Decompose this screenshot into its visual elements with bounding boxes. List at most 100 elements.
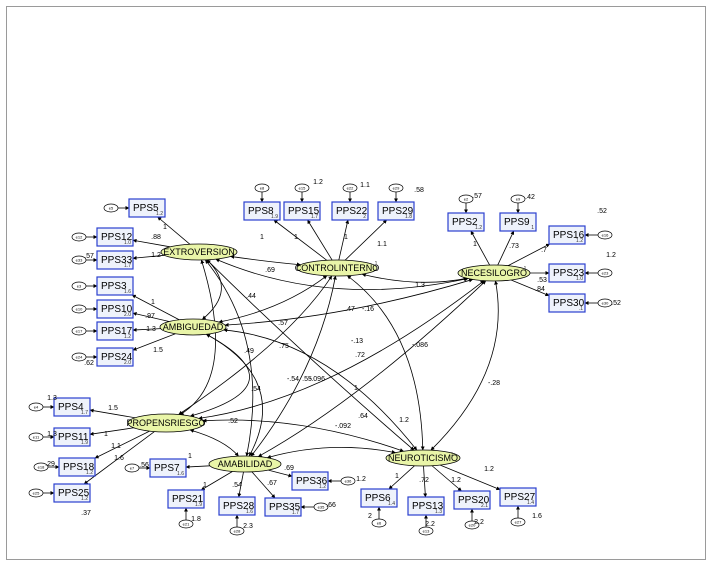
error-term-e13[interactable] [418, 526, 434, 536]
indicator-box-pps6[interactable] [360, 488, 398, 508]
indicator-box-pps35[interactable] [264, 497, 302, 517]
indicator-box-pps20[interactable] [453, 490, 491, 510]
error-variance: 1.3 [47, 395, 57, 402]
error-term-e30[interactable] [597, 298, 613, 308]
error-term-label: e28 [234, 529, 241, 534]
loading-value: .69 [284, 465, 294, 472]
latent-amabilidad[interactable] [208, 455, 282, 473]
indicator-box-pps17[interactable] [96, 321, 134, 341]
loading-arrow-pps13 [423, 465, 428, 498]
indicator-box-pps2[interactable] [447, 212, 485, 232]
error-term-e2[interactable] [458, 194, 474, 204]
error-term-e25[interactable] [28, 488, 44, 498]
latent-necesilogro[interactable] [457, 264, 531, 282]
indicator-box-pps8[interactable] [243, 201, 281, 221]
indicator-box-pps25[interactable] [53, 483, 91, 503]
indicator-box-pps3[interactable] [96, 276, 134, 296]
covariance-value: .64 [358, 413, 368, 420]
indicator-box-pps33[interactable] [96, 250, 134, 270]
latent-neuroticismo[interactable] [385, 449, 461, 467]
error-variance: .52 [597, 208, 607, 215]
error-term-e33[interactable] [71, 255, 87, 265]
latent-propensriesgo[interactable] [127, 413, 205, 433]
error-term-e21[interactable] [178, 519, 194, 529]
error-term-e3[interactable] [71, 281, 87, 291]
error-term-label: e35 [318, 505, 325, 510]
error-variance: .29 [45, 461, 55, 468]
indicator-box-pps24[interactable] [96, 347, 134, 367]
indicator-label: PPS7 [154, 463, 180, 474]
loading-arrow-pps9 [497, 230, 515, 266]
indicator-box-pps15[interactable] [283, 201, 321, 221]
indicator-box-pps12[interactable] [96, 227, 134, 247]
indicator-box-pps13[interactable] [407, 496, 445, 516]
covariance-value: 1 [354, 385, 358, 392]
error-variance: .62 [84, 360, 94, 367]
error-term-e18[interactable] [33, 462, 49, 472]
error-term-e5[interactable] [103, 203, 119, 213]
error-term-e36[interactable] [340, 476, 356, 486]
latent-label: CONTROLINTERNO [295, 263, 380, 273]
error-term-e12[interactable] [71, 232, 87, 242]
indicator-box-pps11[interactable] [53, 427, 91, 447]
indicator-box-pps30[interactable] [548, 293, 586, 313]
loading-arrow-pps33 [132, 254, 165, 260]
latent-ambiguedad[interactable] [159, 318, 227, 336]
loading-value: .88 [151, 234, 161, 241]
error-term-e24[interactable] [71, 352, 87, 362]
indicator-box-pps21[interactable] [167, 489, 205, 509]
loading-arrow-pps29 [344, 219, 387, 261]
error-term-e27[interactable] [510, 517, 526, 527]
error-term-e23[interactable] [597, 268, 613, 278]
indicator-box-pps23[interactable] [548, 263, 586, 283]
indicator-box-pps7[interactable] [149, 458, 187, 478]
error-term-e11[interactable] [28, 432, 44, 442]
loading-value: .84 [535, 286, 545, 293]
error-term-e20[interactable] [464, 520, 480, 530]
error-term-e7[interactable] [124, 463, 140, 473]
latent-label: NECESILOGRO [461, 268, 527, 278]
indicator-box-pps18[interactable] [58, 457, 96, 477]
loading-arrow-pps6 [388, 465, 415, 490]
error-term-e29[interactable] [388, 183, 404, 193]
error-term-e28[interactable] [229, 526, 245, 536]
indicator-box-pps5[interactable] [128, 198, 166, 218]
error-term-e9[interactable] [510, 194, 526, 204]
error-term-e22[interactable] [342, 183, 358, 193]
loading-arrow-pps15 [307, 219, 333, 261]
loading-value: .67 [267, 480, 277, 487]
indicator-r2: 1.4 [388, 501, 395, 507]
error-term-e8[interactable] [254, 183, 270, 193]
error-term-e4[interactable] [28, 402, 44, 412]
latent-controlinterno[interactable] [296, 259, 378, 277]
indicator-box-pps16[interactable] [548, 225, 586, 245]
indicator-box-pps29[interactable] [377, 201, 415, 221]
error-term-e17[interactable] [71, 326, 87, 336]
indicator-box-pps36[interactable] [291, 471, 329, 491]
error-variance: 2.3 [243, 523, 253, 530]
indicator-box-pps22[interactable] [331, 201, 369, 221]
indicator-label: PPS16 [553, 230, 585, 241]
error-term-label: e24 [76, 355, 83, 360]
error-term-e15[interactable] [294, 183, 310, 193]
indicator-box-pps4[interactable] [53, 397, 91, 417]
loading-value: 1.5 [108, 405, 118, 412]
error-term-e35[interactable] [313, 502, 329, 512]
error-term-e6[interactable] [371, 518, 387, 528]
latent-variance: 1 [451, 452, 454, 458]
error-term-e16[interactable] [597, 230, 613, 240]
latent-extroversion[interactable] [160, 243, 238, 261]
indicator-box-pps9[interactable] [499, 212, 537, 232]
latent-label: EXTROVERSION [163, 247, 235, 257]
error-term-e10[interactable] [71, 304, 87, 314]
latent-label: PROPENSRIESGO [126, 418, 205, 428]
indicator-box-pps10[interactable] [96, 299, 134, 319]
loading-arrow-pps16 [507, 243, 551, 266]
indicator-r2: 1.7 [311, 214, 318, 220]
indicator-r2: 1.6 [124, 289, 131, 295]
indicator-box-pps28[interactable] [218, 496, 256, 516]
loading-value: 1.2 [484, 466, 494, 473]
covariance-propensriesgo-neuroticismo [202, 418, 404, 452]
indicator-box-pps27[interactable] [499, 487, 537, 507]
loading-value: 1 [344, 234, 348, 241]
